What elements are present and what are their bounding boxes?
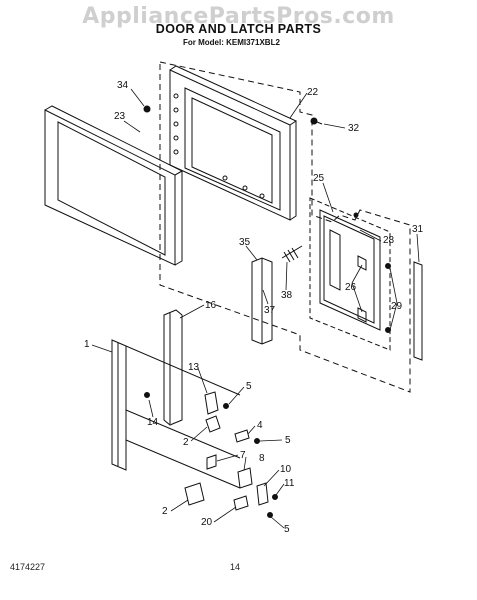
callout-2-lower: 2 [162,506,168,517]
latch-arm-35 [251,257,273,345]
callout-26: 26 [345,282,357,293]
small-screws [144,392,278,518]
part-20 [233,495,249,511]
latch-plate-25 [319,209,381,331]
callout-34: 34 [117,80,129,91]
part-2-upper [205,415,221,433]
screws-28-29 [353,212,391,333]
callout-5-lower: 5 [284,524,290,535]
callout-1: 1 [84,339,90,350]
part-10 [256,482,269,506]
screw-34 [143,105,151,113]
callout-37: 37 [264,305,276,316]
document-number: 4174227 [10,562,46,572]
bracket-16 [163,309,183,426]
door-assembly-dashed-outline [159,61,411,393]
latch-hooks-26 [357,255,367,323]
callout-7: 7 [240,450,246,461]
model-subtitle: For Model: KEMI371XBL2 [183,38,280,47]
callout-23: 23 [114,111,126,122]
callout-29: 29 [391,301,403,312]
page-number: 14 [230,562,241,572]
callout-labels: 34 23 22 32 25 35 28 31 26 29 38 37 16 1… [84,80,424,535]
door-panel-23 [44,105,184,266]
callout-8: 8 [259,453,265,464]
callout-2-upper: 2 [183,437,189,448]
callout-5-middle: 5 [285,435,291,446]
callout-14: 14 [147,417,159,428]
callout-32: 32 [348,123,360,134]
side-panel-1 [111,339,241,489]
door-frame-22 [169,65,298,221]
part-4 [234,429,250,443]
screw-32 [310,117,323,125]
part-8 [237,467,253,489]
part-7 [206,454,217,470]
callout-20: 20 [201,517,213,528]
latch-assembly-dashed-outline [309,197,391,351]
callout-13: 13 [188,362,200,373]
callout-35: 35 [239,237,251,248]
watermark: AppliancePartsPros.com [82,4,395,29]
callout-38: 38 [281,290,293,301]
part-2-lower [184,482,205,506]
latch-part-13 [204,391,219,415]
strip-31 [413,261,423,361]
callout-28: 28 [383,235,395,246]
leader-lines [91,88,420,529]
callout-25: 25 [313,173,325,184]
callout-11: 11 [284,478,295,489]
diagram-title: DOOR AND LATCH PARTS [155,22,322,36]
callout-10: 10 [280,464,292,475]
callout-22: 22 [307,87,319,98]
callout-31: 31 [412,224,424,235]
callout-5-upper: 5 [246,381,252,392]
callout-16: 16 [205,300,217,311]
callout-4: 4 [257,420,263,431]
spring-38 [281,245,303,263]
